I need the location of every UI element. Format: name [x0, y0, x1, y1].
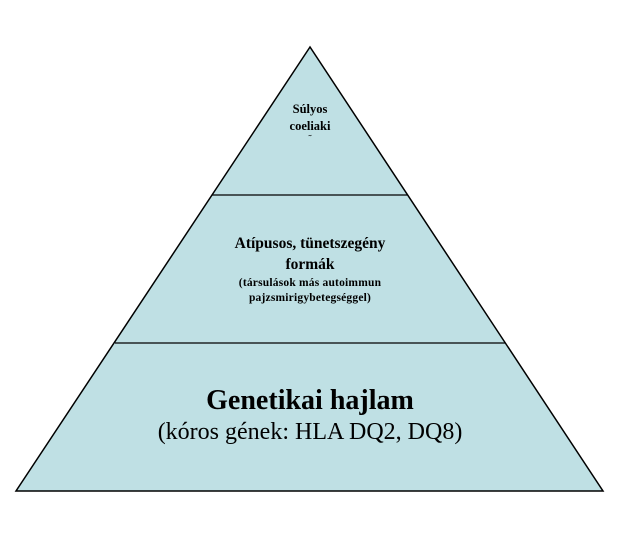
base-tier-label: Genetikai hajlam (kóros gének: HLA DQ2, … [100, 384, 520, 446]
middle-tier-sub-line1: (társulások más autoimmun [238, 277, 382, 289]
base-tier-subtitle: (kóros gének: HLA DQ2, DQ8) [157, 419, 463, 445]
middle-tier-label: Atípusos, tünetszegény formák (társuláso… [170, 233, 450, 305]
middle-tier-sub-line2: pajzsmirigybetegséggel) [248, 292, 372, 304]
top-tier-line1: Súlyos [292, 102, 328, 116]
top-tier-mark: ˜ [308, 133, 312, 145]
middle-tier-title-line2: formák [285, 256, 335, 273]
base-tier-title: Genetikai hajlam [206, 385, 414, 416]
middle-tier-title-line1: Atípusos, tünetszegény [234, 235, 386, 252]
top-tier-line2: coeliaki [289, 119, 331, 133]
pyramid-triangle [14, 45, 605, 492]
top-tier-label: Súlyos coeliaki ˜ [250, 101, 370, 145]
